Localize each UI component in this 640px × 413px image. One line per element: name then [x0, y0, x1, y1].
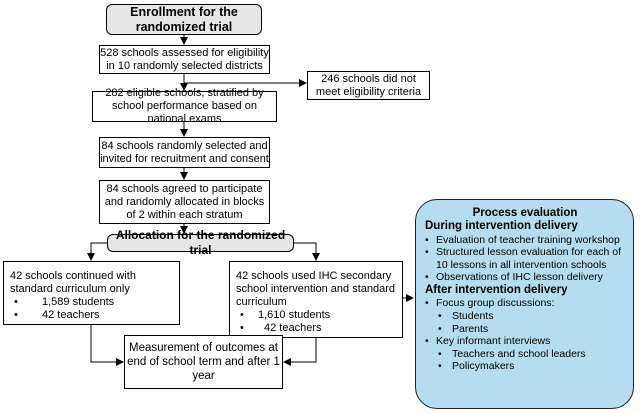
process-evaluation-title: Process evaluation — [472, 207, 578, 219]
during-item-1: Evaluation of teacher training workshop — [425, 234, 625, 247]
control-arm-text: 42 schools continued with standard curri… — [10, 270, 136, 295]
during-item-2: Structured lesson evaluation for each of… — [425, 246, 625, 271]
allocation-title-box: Allocation for the randomized trial — [107, 228, 294, 257]
enrollment-title-box: Enrollment for the randomized trial — [106, 4, 262, 35]
control-arm-box: 42 schools continued with standard curri… — [3, 261, 180, 325]
assessed-box: 528 schools assessed for eligibility in … — [99, 45, 270, 74]
agreed-box: 84 schools agreed to participate and ran… — [99, 180, 270, 224]
enrollment-title: Enrollment for the randomized trial — [130, 4, 238, 34]
selected-box: 84 schools randomly selected and invited… — [99, 137, 270, 168]
allocation-title: Allocation for the randomized trial — [115, 228, 286, 257]
during-item-3: Observations of IHC lesson delivery — [425, 271, 625, 284]
eligible-text: 282 eligible schools, stratified by scho… — [105, 87, 264, 125]
outcomes-box: Measurement of outcomes at end of school… — [124, 335, 283, 389]
eligible-box: 282 eligible schools, stratified by scho… — [92, 87, 277, 125]
intervention-teachers: 42 teachers — [236, 322, 396, 335]
focus-group-students: Students — [425, 310, 625, 323]
selected-text: 84 schools randomly selected and invited… — [100, 139, 269, 165]
assessed-text: 528 schools assessed for eligibility in … — [100, 46, 269, 72]
focus-group-parents: Parents — [425, 323, 625, 336]
control-teachers: 42 teachers — [10, 309, 173, 322]
control-students: 1,589 students — [10, 296, 173, 309]
key-informant-teachers: Teachers and school leaders — [425, 348, 625, 361]
intervention-arm-box: 42 schools used IHC secondary school int… — [229, 261, 403, 338]
focus-groups-item: Focus group discussions: — [425, 297, 625, 310]
key-informant-policymakers: Policymakers — [425, 360, 625, 373]
during-delivery-heading: During intervention delivery — [425, 220, 578, 232]
after-delivery-heading: After intervention delivery — [425, 283, 568, 296]
intervention-students: 1,610 students — [236, 309, 396, 322]
excluded-box: 246 schools did not meet eligibility cri… — [307, 71, 430, 100]
process-evaluation-box: Process evaluation During intervention d… — [415, 199, 634, 409]
agreed-text: 84 schools agreed to participate and ran… — [104, 182, 265, 221]
excluded-text: 246 schools did not meet eligibility cri… — [315, 72, 422, 98]
intervention-arm-text: 42 schools used IHC secondary school int… — [236, 270, 395, 308]
key-informant-item: Key informant interviews — [425, 335, 625, 348]
outcomes-text: Measurement of outcomes at end of school… — [127, 342, 280, 382]
